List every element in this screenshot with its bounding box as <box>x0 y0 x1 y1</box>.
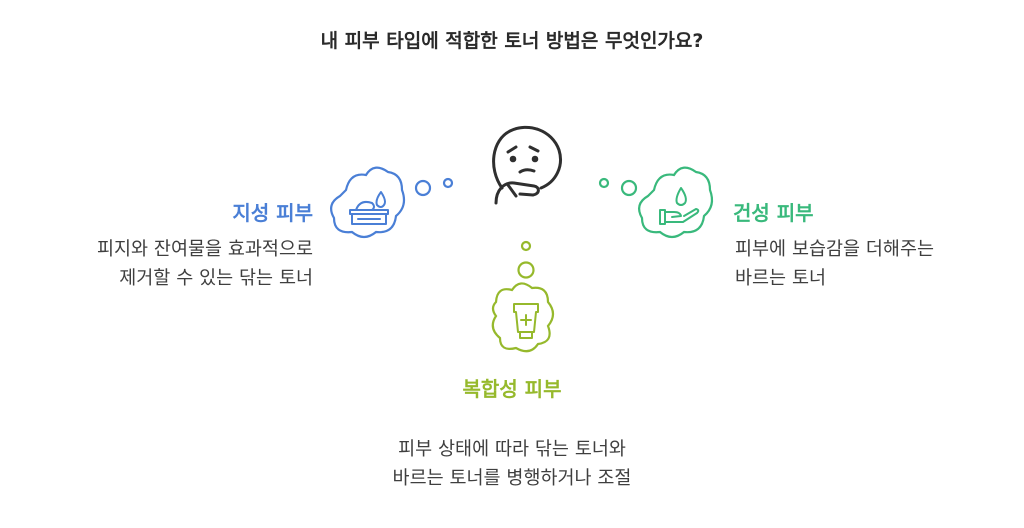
dry-cloud-bubble <box>637 166 714 239</box>
dry-desc-line-2: 바르는 토너 <box>735 268 826 289</box>
cream-tube-icon <box>513 303 539 339</box>
dry-skin-description: 피부에 보습감을 더해주는 바르는 토너 <box>735 235 934 293</box>
hand-drop-icon <box>659 187 700 225</box>
combination-skin-heading: 복합성 피부 <box>462 377 562 401</box>
thinking-face-icon <box>492 125 562 205</box>
oily-desc-line-1: 피지와 잔여물을 효과적으로 <box>96 239 313 260</box>
cream-jar-drop-icon <box>349 191 389 225</box>
dry-thought-bubbles <box>598 166 714 239</box>
oily-desc-line-2: 제거할 수 있는 닦는 토너 <box>119 268 313 289</box>
oily-skin-heading: 지성 피부 <box>232 201 313 225</box>
combination-skin-description: 피부 상태에 따라 닦는 토너와 바르는 토너를 병행하거나 조절 <box>0 435 1024 493</box>
combination-thought-bubbles <box>491 240 555 353</box>
dry-desc-line-1: 피부에 보습감을 더해주는 <box>735 239 934 260</box>
dry-skin-heading: 건성 피부 <box>733 201 814 225</box>
combination-cloud-bubble <box>491 282 555 353</box>
combination-desc-line-1: 피부 상태에 따라 닦는 토너와 <box>398 439 626 460</box>
diagram-title: 내 피부 타입에 적합한 토너 방법은 무엇인가요? <box>320 30 704 52</box>
combination-desc-line-2: 바르는 토너를 병행하거나 조절 <box>392 468 632 489</box>
oily-skin-description: 피지와 잔여물을 효과적으로 제거할 수 있는 닦는 토너 <box>97 235 313 293</box>
oily-thought-bubbles <box>329 166 454 239</box>
oily-cloud-bubble <box>329 166 406 239</box>
